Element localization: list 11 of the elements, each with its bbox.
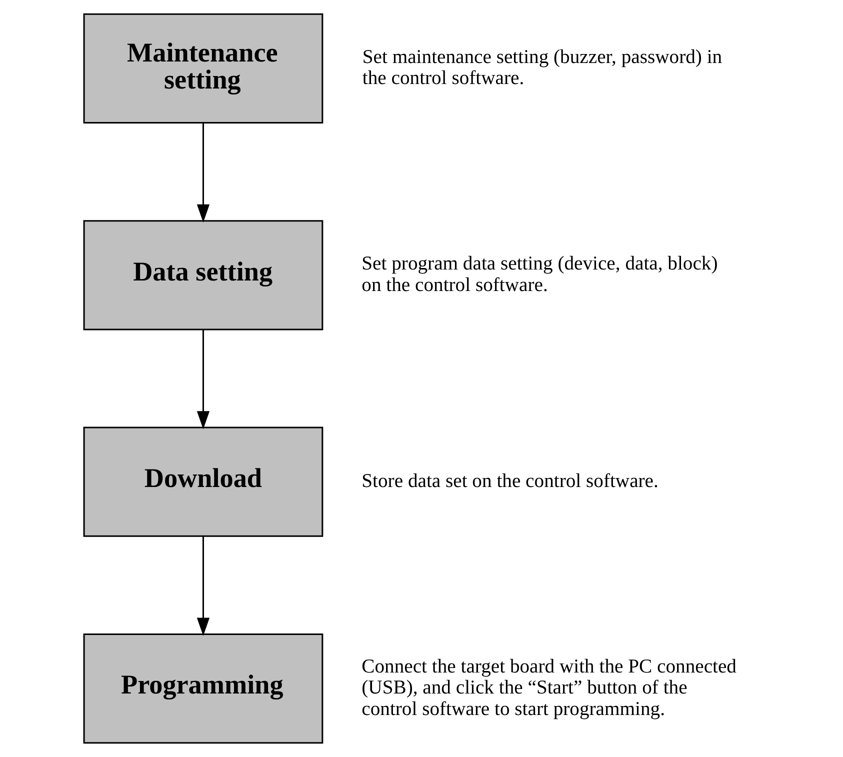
arrow xyxy=(196,330,210,430)
node-box: Download xyxy=(82,426,323,537)
arrow xyxy=(196,536,210,636)
node-box: Programming xyxy=(82,633,323,744)
node-label: Store data set on the control software. xyxy=(361,470,658,492)
node-box: Data setting xyxy=(82,220,323,330)
arrow xyxy=(196,122,210,222)
node-box: Maintenance setting xyxy=(82,13,323,124)
node-label: Connect the target board with the PC connected (USB), and click the “Start” button of the control software to start programming. xyxy=(361,656,736,720)
node-label: Set maintenance setting (buzzer, password) in the control software. xyxy=(362,47,722,90)
node-label: Set program data setting (device, data, block) on the control software. xyxy=(361,254,718,296)
